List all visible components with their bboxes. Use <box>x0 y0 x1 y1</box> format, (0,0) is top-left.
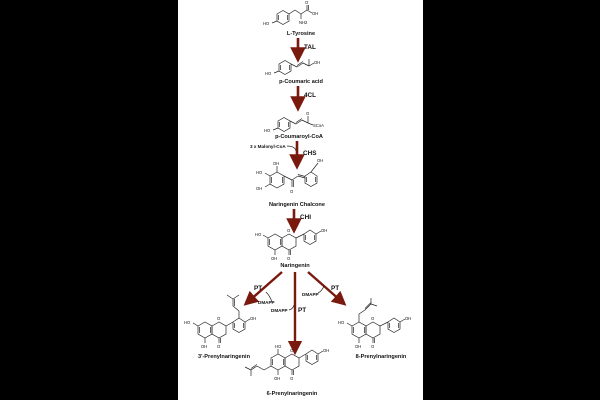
p8-ho: HO <box>338 320 345 325</box>
enzyme-4cl: 4CL <box>304 92 316 99</box>
substrate-dmapp-left: DMAPP <box>258 300 275 305</box>
naringenin-oh-bottom: OH <box>271 256 277 261</box>
dmapp-left-feed <box>265 291 273 303</box>
naringenin-ho: HO <box>255 232 262 237</box>
coumaroyl-coa-structure <box>272 116 314 132</box>
substrate-dmapp-mid: DMAPP <box>271 308 288 313</box>
coumaroyl-o: O <box>306 111 310 116</box>
label-naringenin: Naringenin <box>280 263 310 269</box>
p8-oh-right: OH <box>405 316 411 321</box>
white-panel <box>178 0 423 400</box>
naringenin-chalcone-structure <box>264 162 319 189</box>
substrate-dmapp-right: DMAPP <box>302 292 319 297</box>
label-3-prenylnaringenin: 3'-Prenylnaringenin <box>198 354 251 360</box>
naringenin-oh-right: OH <box>321 228 327 233</box>
substrate-malonyl-coa: 3 x Malonyl-CoA <box>250 144 286 149</box>
dmapp-mid-feed <box>288 304 295 311</box>
p6-ring-o: O <box>290 348 294 353</box>
coumaric-oh: OH <box>314 60 320 65</box>
label-coumaric-acid: p-Coumaric acid <box>279 79 323 85</box>
coumaric-acid-structure <box>273 59 315 75</box>
enzyme-chs: CHS <box>303 150 317 157</box>
tyrosine-ho: HO <box>263 21 270 26</box>
prenylnaringenin-8-structure <box>346 298 406 343</box>
tyrosine-oh: OH <box>312 11 318 16</box>
naringenin-ring-o: O <box>287 228 291 233</box>
label-8-prenylnaringenin: 8-Prenylnaringenin <box>356 354 407 360</box>
chalcone-ho-left: HO <box>256 170 263 175</box>
chalcone-oh-bottom: OH <box>256 186 262 191</box>
p6-oh-right: OH <box>323 348 329 353</box>
tyrosine-structure <box>271 5 313 25</box>
naringenin-o-keto: O <box>287 256 291 261</box>
chalcone-o: O <box>290 189 294 194</box>
prenylnaringenin-3-structure <box>192 294 251 343</box>
label-tyrosine: L-Tyrosine <box>287 31 315 37</box>
p3-oh-bottom: OH <box>201 344 207 349</box>
label-coumaroyl-coa: p-Coumaroyl-CoA <box>275 134 323 140</box>
tyrosine-o: O <box>305 0 309 5</box>
enzyme-pt-mid: PT <box>298 307 306 314</box>
coumaric-ho: HO <box>265 71 272 76</box>
label-naringenin-chalcone: Naringenin Chalcone <box>269 202 325 208</box>
p3-ring-o: O <box>217 316 221 321</box>
chalcone-oh-right: OH <box>317 158 323 163</box>
p8-ring-o: O <box>371 316 375 321</box>
coumaroyl-scoa: SCoA <box>313 123 324 128</box>
p6-oh-bottom: OH <box>274 376 280 381</box>
tyrosine-nh2: NH2 <box>299 20 308 25</box>
enzyme-pt-left: PT <box>254 285 262 292</box>
p3-o-keto: O <box>217 344 221 349</box>
chalcone-oh-top: OH <box>273 161 279 166</box>
p3-oh-right: OH <box>250 316 256 321</box>
p8-o-keto: O <box>371 344 375 349</box>
enzyme-chi: CHI <box>300 214 311 221</box>
coumaroyl-ho: HO <box>264 128 271 133</box>
naringenin-structure <box>262 229 322 255</box>
prenylnaringenin-6-structure <box>244 349 324 376</box>
p6-o-keto: O <box>290 376 294 381</box>
p3-ho: HO <box>184 320 191 325</box>
label-6-prenylnaringenin: 6-Prenylnaringenin <box>267 391 318 397</box>
malonyl-feed-arrow <box>286 145 297 152</box>
dmapp-right-feed <box>317 285 325 294</box>
p8-oh-bottom: OH <box>355 344 361 349</box>
enzyme-tal: TAL <box>304 44 316 51</box>
enzyme-pt-right: PT <box>331 285 339 292</box>
arrow-pt-right <box>307 271 347 306</box>
p6-ho: HO <box>275 344 282 349</box>
arrow-pt-left <box>243 271 283 306</box>
